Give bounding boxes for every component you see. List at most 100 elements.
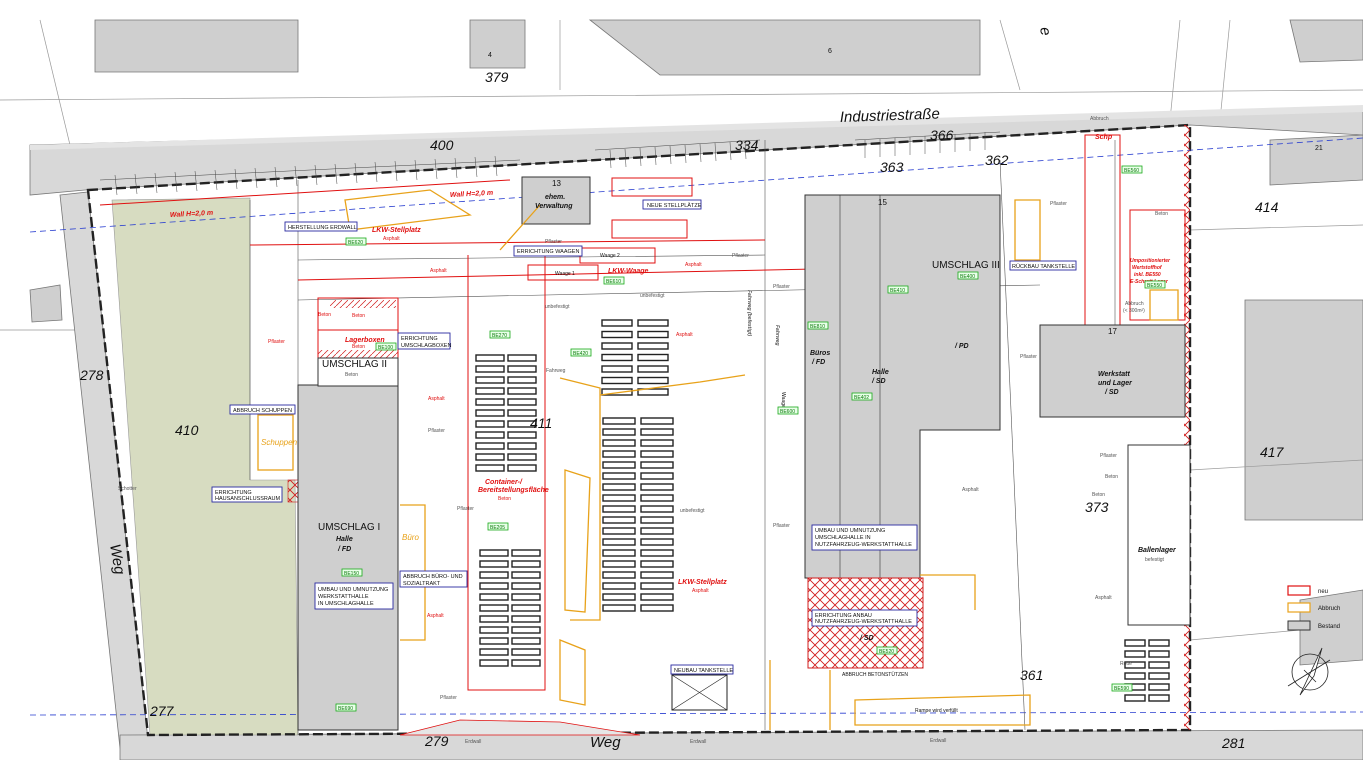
container-slot xyxy=(640,549,674,557)
blue-reference-lines xyxy=(29,137,1363,716)
lkw-stellplatz-label-2: LKW-Stellplatz xyxy=(678,579,727,586)
container-slot xyxy=(637,376,669,385)
surface-beton-5: Beton xyxy=(1155,211,1168,217)
container-slot xyxy=(475,464,505,472)
legend: neu Abbruch Bestand xyxy=(1287,585,1340,631)
container-slot xyxy=(479,659,509,667)
surface-pflaster-9: Pflaster xyxy=(1020,354,1037,360)
parcel-366: 366 xyxy=(930,127,954,143)
container-slot xyxy=(1148,672,1170,680)
parcel-277: 277 xyxy=(149,703,175,719)
verwaltung-label-1: ehem. xyxy=(545,194,565,201)
container-slot xyxy=(601,330,633,339)
surface-erdwall-2: Erdwall xyxy=(690,739,706,745)
container-slot xyxy=(602,571,636,579)
container-slot xyxy=(479,549,509,557)
surface-asphalt-7: Asphalt xyxy=(383,236,400,242)
be-tag-100: BE100 xyxy=(378,345,393,351)
container-slot xyxy=(507,431,537,439)
container-slot xyxy=(602,582,636,590)
surface-unbefestigt-2: unbefestigt xyxy=(640,293,665,299)
action-umbau-werkstatthalle-1: UMBAU UND UMNUTZUNG xyxy=(318,587,388,593)
surface-fahrweg: Fahrweg xyxy=(546,368,566,374)
be-tag-labels: BE620 BE610 BE100 BE270 BE420 BE410 BE40… xyxy=(338,168,1162,712)
container-slot xyxy=(479,604,509,612)
umschlag-1-label: UMSCHLAG I xyxy=(318,522,380,533)
annex-sd-label: / SD xyxy=(859,635,874,642)
surface-unbefestigt-3: unbefestigt xyxy=(680,508,705,514)
container-slot xyxy=(601,388,633,396)
action-neue-stellplaetze: NEUE STELLPLÄTZE xyxy=(647,202,702,209)
container-slot xyxy=(507,464,537,472)
building-labels: UMSCHLAG I Halle / FD UMSCHLAG II UMSCHL… xyxy=(318,134,1177,642)
legend-label-bestand: Bestand xyxy=(1318,624,1340,630)
container-slot xyxy=(640,472,674,480)
surface-pflaster-11: Pflaster xyxy=(440,695,457,701)
container-slot xyxy=(1124,694,1146,702)
action-umbau-umschlaghalle-3: NUTZFAHRZEUG-WERKSTATTHALLE xyxy=(815,542,912,548)
be-tag-centre: BE600 xyxy=(780,409,795,415)
parcel-373: 373 xyxy=(1085,499,1109,515)
container-slot xyxy=(1124,639,1146,647)
action-umbau-werkstatthalle-3: IN UMSCHLAGHALLE xyxy=(318,601,374,607)
surface-asphalt-9: Asphalt xyxy=(1095,595,1112,601)
wertstoffhof-label-1: Umpositionierter xyxy=(1130,258,1171,264)
container-slot xyxy=(602,461,636,469)
container-slot xyxy=(640,494,674,502)
lagerbox-hatch-2 xyxy=(318,350,398,358)
street-label-weg-bottom: Weg xyxy=(590,734,621,751)
container-slot xyxy=(475,442,505,450)
container-slot xyxy=(479,626,509,634)
rotte-label: Rotte xyxy=(1120,661,1132,667)
right-edge-hatch xyxy=(1184,125,1190,730)
container-slot xyxy=(511,626,541,634)
container-slot xyxy=(1124,661,1146,669)
action-errichtung-hausanschluss-1: ERRICHTUNG xyxy=(215,490,252,496)
halle15-label-1: Halle xyxy=(872,369,889,376)
action-umbau-umschlaghalle-1: UMBAU UND UMNUTZUNG xyxy=(815,528,885,534)
umschlag-1-sub1: Halle xyxy=(336,536,353,543)
be-tag-205: BE205 xyxy=(490,525,505,531)
surface-asphalt-6: Asphalt xyxy=(692,588,709,594)
container-slot xyxy=(479,560,509,568)
container-slot xyxy=(475,365,505,373)
be-tag-620: BE620 xyxy=(348,240,363,246)
be-tag-810: BE810 xyxy=(810,324,825,330)
be-tag-boxes xyxy=(335,165,1166,712)
container-slot xyxy=(602,604,636,612)
surface-asphalt-5: Asphalt xyxy=(676,332,693,338)
waage-3-label: Waage 3 xyxy=(780,392,786,412)
north-arrow-icon xyxy=(1287,647,1331,696)
container-slot xyxy=(602,505,636,513)
container-slot xyxy=(640,560,674,568)
container-slot xyxy=(640,593,674,601)
action-abbruch-schuppen: ABBRUCH SCHUPPEN xyxy=(233,408,292,414)
container-slot xyxy=(511,659,541,667)
action-errichtung-umschlagboxen-2: UMSCHLAGBOXEN xyxy=(401,343,451,349)
werkstatt-label-1: Werkstatt xyxy=(1098,371,1130,378)
umschlag-3-label: UMSCHLAG III xyxy=(932,260,1000,271)
interior-lines xyxy=(249,140,1116,735)
legend-swatch-neu xyxy=(1287,585,1311,596)
surface-fahrweg-bef: Fahrweg (befestigt) xyxy=(746,290,752,336)
bueros15-label-2: / FD xyxy=(811,359,825,366)
container-slot xyxy=(479,648,509,656)
parcel-362: 362 xyxy=(985,152,1009,168)
surface-pflaster-3: Pflaster xyxy=(457,506,474,512)
container-slot xyxy=(640,439,674,447)
demolition-elements xyxy=(257,189,1179,730)
surface-beton-8: Beton xyxy=(345,372,358,378)
surface-asphalt-8: Asphalt xyxy=(962,487,979,493)
be-tag-690: BE690 xyxy=(338,706,353,712)
container-slot xyxy=(637,353,669,362)
container-slot xyxy=(511,549,541,557)
legend-label-abbruch: Abbruch xyxy=(1318,606,1340,612)
ballenlager-sub: befestigt xyxy=(1145,557,1165,563)
container-slot xyxy=(640,527,674,535)
container-slot xyxy=(602,516,636,524)
container-slot xyxy=(475,453,505,461)
action-box-labels: HERSTELLUNG ERDWALL NEUE STELLPLÄTZE ERR… xyxy=(215,202,1075,674)
container-slot xyxy=(507,398,537,406)
container-slot xyxy=(640,582,674,590)
surface-beton-4: Beton xyxy=(318,312,331,318)
